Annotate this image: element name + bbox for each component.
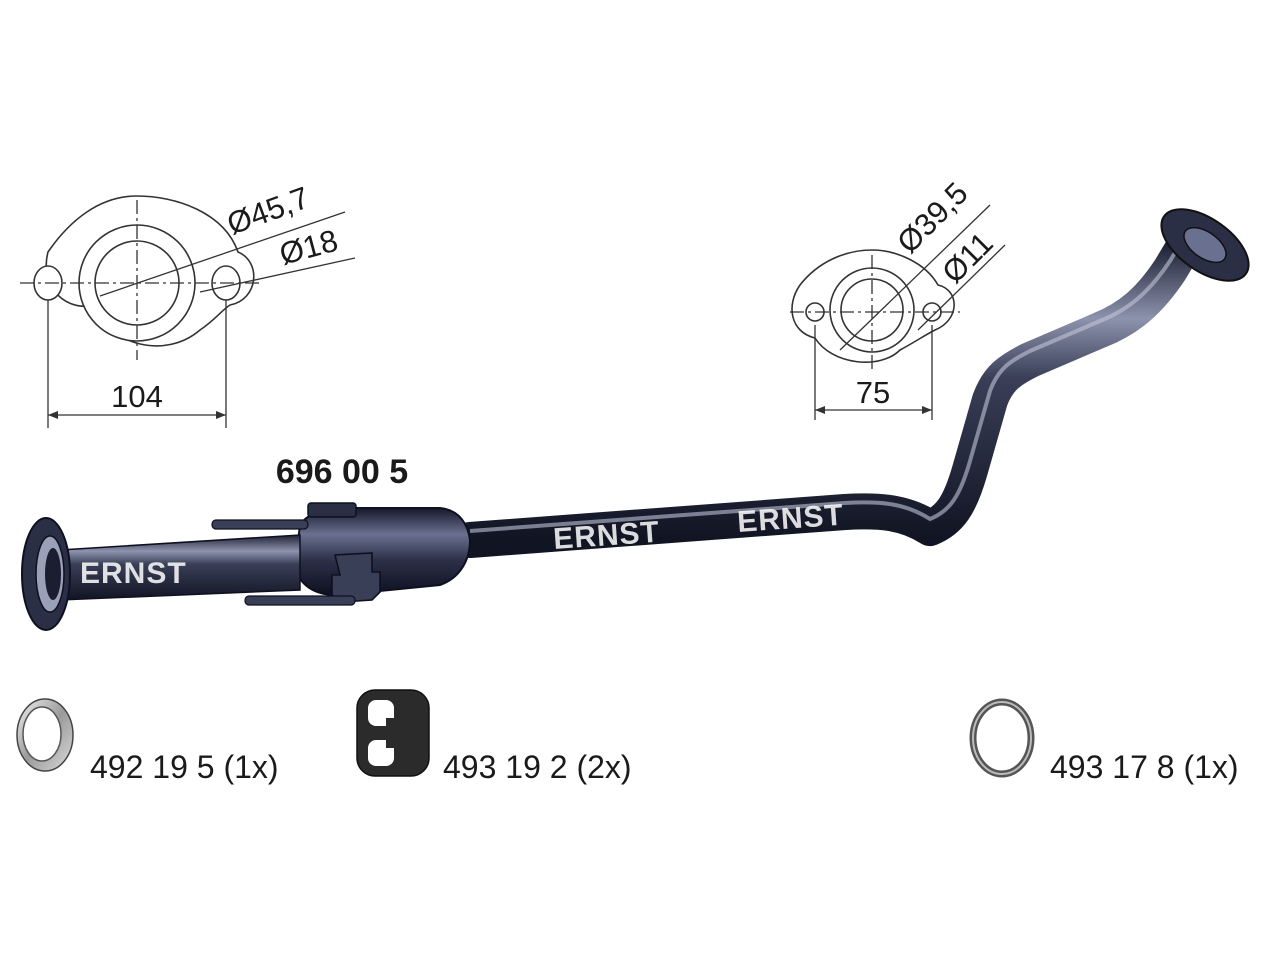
rear-hole-diameter-label: Ø11 xyxy=(935,225,1000,290)
rear-flange-drawing: Ø39,5 Ø11 75 xyxy=(790,175,1006,420)
watermark-1: ERNST xyxy=(80,557,187,590)
pipe-front-flange xyxy=(21,517,71,631)
converter-bracket xyxy=(331,552,381,603)
accessory-rubber-hanger: 493 19 2 (2x) xyxy=(356,689,632,785)
gasket-ring-icon xyxy=(969,698,1035,778)
accessory-label-3: 493 17 8 (1x) xyxy=(1050,749,1239,785)
front-flange-drawing: Ø45,7 Ø18 104 xyxy=(20,180,356,428)
sensor-rod-lower xyxy=(244,595,356,606)
part-number-title: 696 00 5 xyxy=(276,453,408,491)
accessory-label-1: 492 19 5 (1x) xyxy=(90,749,279,785)
pipe-rear-flange xyxy=(1160,208,1250,282)
front-hole-spacing-label: 104 xyxy=(111,379,163,414)
clamp-ring-icon xyxy=(16,698,74,772)
front-hole-leader xyxy=(199,257,356,293)
sensor-rod-upper xyxy=(211,519,309,530)
watermark-2: ERNST xyxy=(552,516,661,556)
front-od-leader xyxy=(99,211,346,297)
rubber-hanger-icon xyxy=(356,689,430,777)
catalytic-converter-body xyxy=(293,507,472,597)
rear-hole-spacing-label: 75 xyxy=(856,375,890,410)
exhaust-pipe-assembly: ERNST ERNST ERNST xyxy=(21,208,1250,631)
rear-hole-leader xyxy=(917,244,1006,331)
front-hole-diameter-label: Ø18 xyxy=(276,223,342,272)
watermark-3: ERNST xyxy=(736,499,845,539)
accessory-label-2: 493 19 2 (2x) xyxy=(443,749,632,785)
accessory-gasket-ring: 493 17 8 (1x) xyxy=(969,698,1239,785)
rear-od-leader xyxy=(839,204,991,351)
pipe-main-tube xyxy=(452,227,1203,558)
accessory-clamp-ring: 492 19 5 (1x) xyxy=(16,698,279,785)
